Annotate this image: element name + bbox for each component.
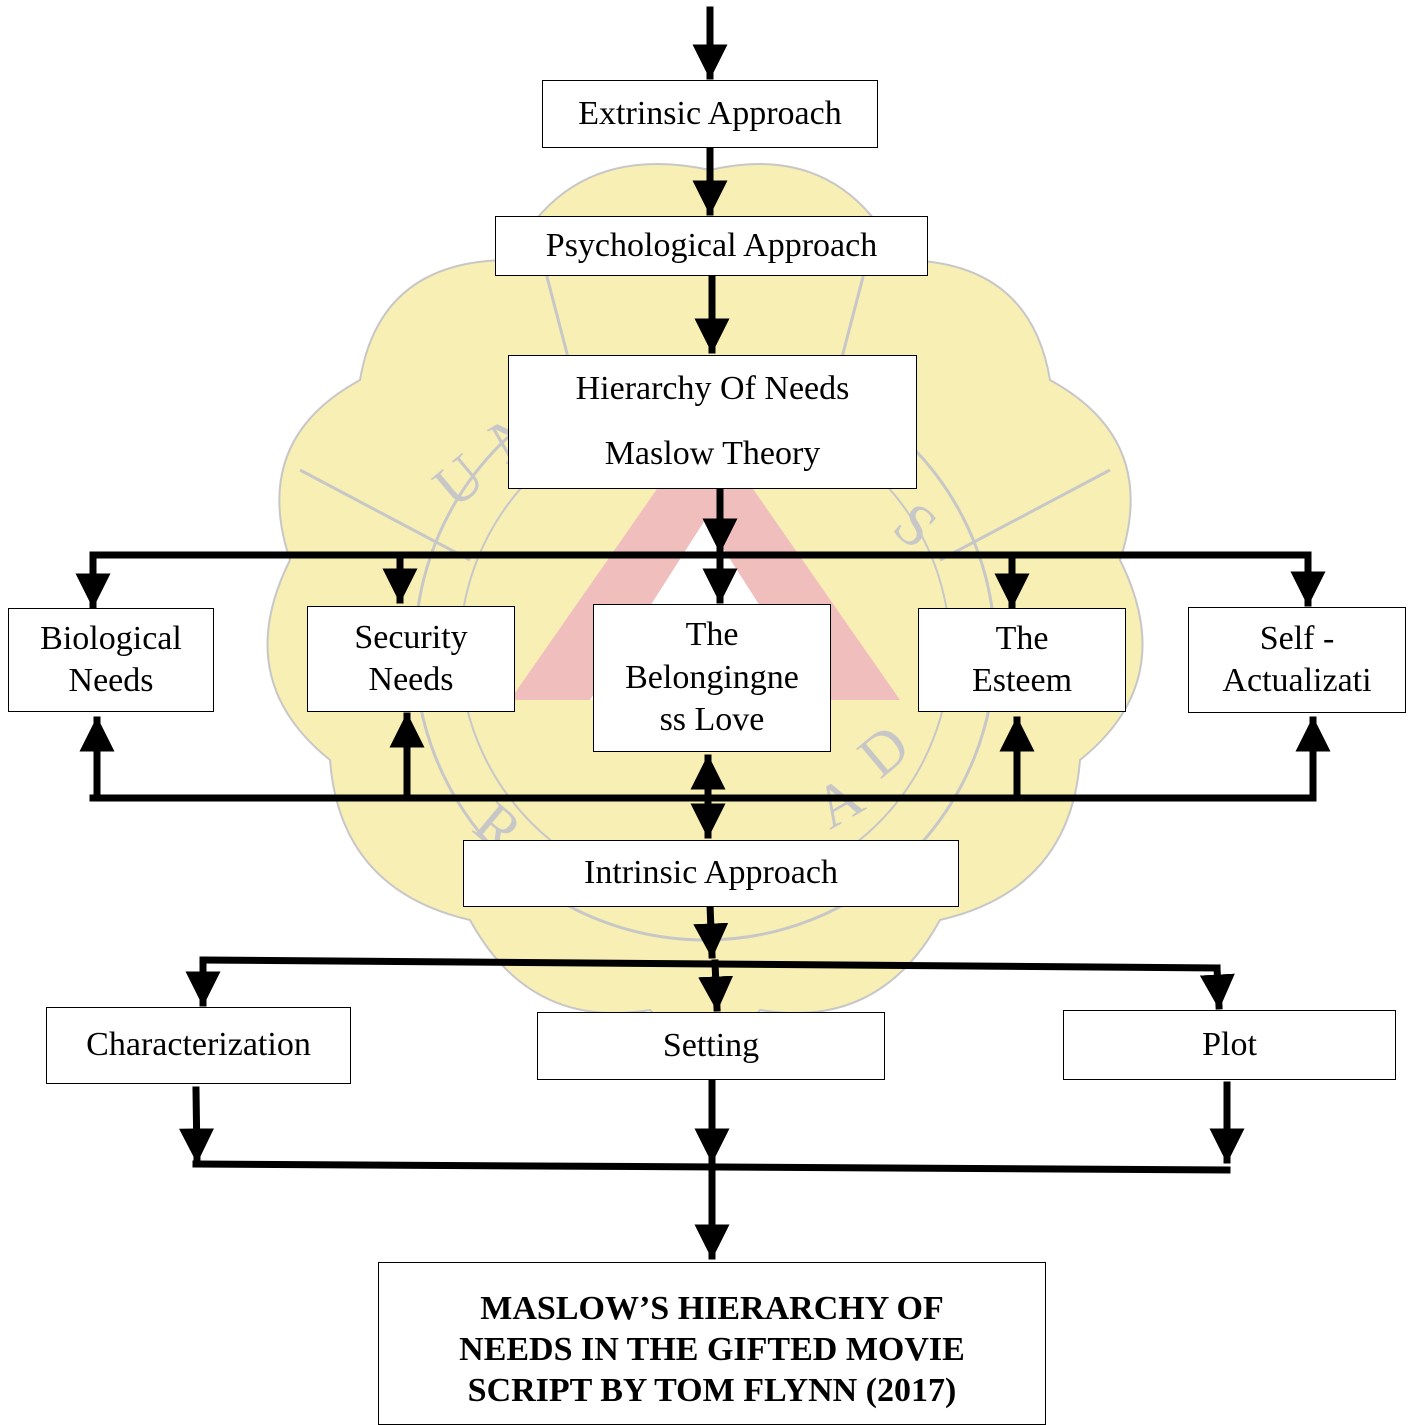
- esteem-box: The Esteem: [918, 608, 1126, 712]
- final-title-line1: MASLOW’S HIERARCHY OF: [480, 1290, 944, 1328]
- security-needs-label-line1: Security: [354, 618, 468, 656]
- final-title-line2: NEEDS IN THE GIFTED MOVIE: [459, 1331, 965, 1369]
- merge-bus: [192, 1160, 1231, 1174]
- self-actualization-label-line2: Actualizati: [1222, 662, 1372, 699]
- arrow-characterization-down: [179, 1086, 215, 1164]
- biological-needs-label-line2: Needs: [68, 662, 154, 699]
- setting-label: Setting: [662, 1026, 760, 1064]
- belongingness-label-line1: The: [685, 616, 739, 654]
- psychological-approach-label: Psychological Approach: [545, 226, 878, 264]
- belongingness-love-box: The Belongingne ss Love: [593, 604, 831, 752]
- belongingness-label-line2: Belongingne: [625, 658, 799, 696]
- security-needs-label-line2: Needs: [368, 661, 454, 698]
- arrow-intrinsic-to-bus: [693, 901, 729, 959]
- security-needs-box: Security Needs: [307, 606, 515, 712]
- maslow-theory-label: Maslow Theory: [604, 435, 821, 472]
- final-conclusion-box: MASLOW’S HIERARCHY OF NEEDS IN THE GIFTE…: [378, 1262, 1046, 1425]
- extrinsic-approach-box: Extrinsic Approach: [542, 80, 878, 148]
- plot-box: Plot: [1063, 1010, 1396, 1080]
- self-actualization-box: Self - Actualizati: [1188, 607, 1406, 713]
- extrinsic-approach-label: Extrinsic Approach: [578, 94, 842, 132]
- intrinsic-approach-label: Intrinsic Approach: [584, 854, 838, 892]
- intrinsic-approach-box: Intrinsic Approach: [463, 840, 959, 907]
- self-actualization-label-line1: Self -: [1259, 619, 1335, 657]
- biological-needs-label-line1: Biological: [40, 619, 182, 657]
- final-title-line3: SCRIPT BY TOM FLYNN (2017): [467, 1371, 957, 1409]
- characterization-label: Characterization: [86, 1026, 311, 1064]
- belongingness-label-line3: ss Love: [659, 701, 765, 739]
- arrow-to-setting: [698, 959, 734, 1012]
- hierarchy-of-needs-label: Hierarchy Of Needs: [575, 370, 850, 408]
- esteem-label-line2: Esteem: [971, 662, 1073, 699]
- characterization-box: Characterization: [46, 1007, 351, 1084]
- elements-distribution-bus: [199, 956, 1221, 972]
- hierarchy-of-needs-box: Hierarchy Of Needs Maslow Theory: [508, 355, 917, 489]
- setting-box: Setting: [537, 1012, 885, 1080]
- esteem-label-line1: The: [995, 619, 1049, 657]
- biological-needs-box: Biological Needs: [8, 608, 214, 712]
- plot-label: Plot: [1202, 1025, 1257, 1063]
- arrow-to-plot: [1199, 964, 1235, 1010]
- psychological-approach-box: Psychological Approach: [495, 216, 928, 276]
